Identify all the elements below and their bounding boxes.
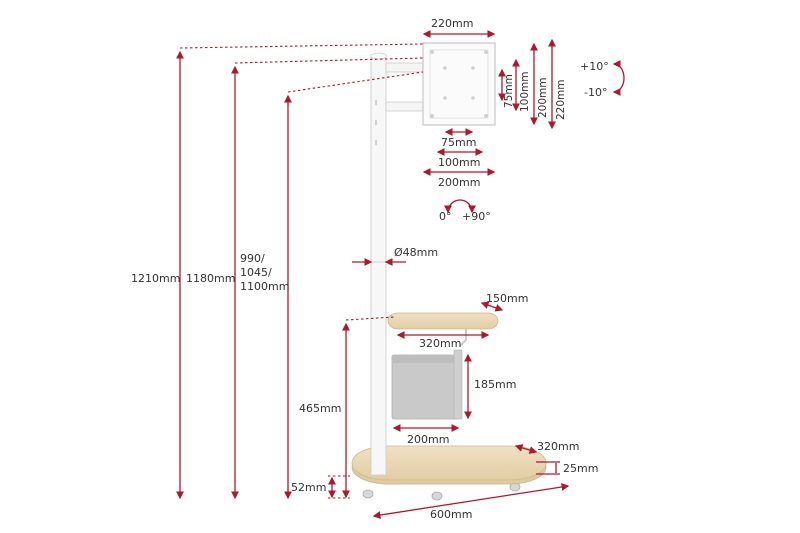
label-shelf-depth: 150mm	[486, 292, 528, 305]
label-vesa-h-75: 75mm	[441, 136, 476, 149]
label-1045: 1045/	[240, 266, 272, 279]
label-vesa-v-220: 220mm	[555, 80, 567, 121]
label-base-depth: 320mm	[537, 440, 579, 453]
label-plate-width: 220mm	[431, 17, 473, 30]
mounting-arms	[385, 62, 427, 112]
pole	[370, 52, 387, 476]
label-1100: 1100mm	[240, 280, 289, 293]
vesa-plate	[422, 42, 496, 126]
label-rotation-90: +90°	[462, 210, 491, 223]
label-tilt-down: -10°	[584, 86, 607, 99]
label-vesa-v-200: 200mm	[537, 78, 549, 119]
shelf	[387, 312, 499, 347]
storage-bag	[391, 349, 463, 420]
label-vesa-v-75: 75mm	[503, 74, 515, 108]
label-52: 52mm	[291, 481, 326, 494]
label-990: 990/	[240, 252, 265, 265]
label-base-board: 25mm	[563, 462, 598, 475]
label-bag-height: 185mm	[474, 378, 516, 391]
label-base-width: 600mm	[430, 508, 472, 521]
label-1180: 1180mm	[186, 272, 235, 285]
label-vesa-h-100: 100mm	[438, 156, 480, 169]
label-shelf-width: 320mm	[419, 337, 461, 350]
label-pole-diameter: Ø48mm	[394, 246, 438, 259]
label-465: 465mm	[299, 402, 341, 415]
label-bag-width: 200mm	[407, 433, 449, 446]
label-vesa-h-200: 200mm	[438, 176, 480, 189]
label-tilt-up: +10°	[580, 60, 609, 73]
label-1210: 1210mm	[131, 272, 180, 285]
label-vesa-v-100: 100mm	[519, 72, 531, 113]
label-rotation-0: 0°	[439, 210, 452, 223]
